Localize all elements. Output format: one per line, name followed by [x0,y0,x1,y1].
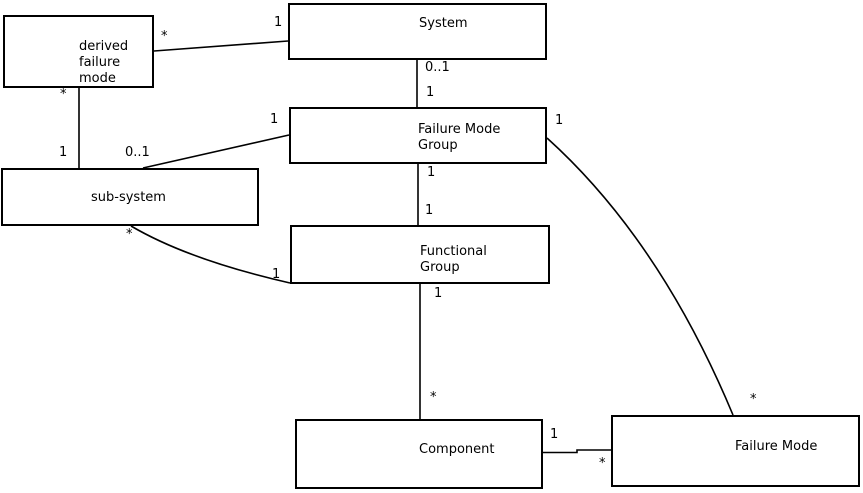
class-label: sub-system [91,190,166,206]
class-label-line: mode [79,71,116,86]
multiplicity-label: 1 [272,267,281,282]
class-label: Failure Mode [735,439,817,455]
multiplicity-label: 1 [425,203,434,218]
class-box-derived-failure-mode: derived failure mode [3,15,154,88]
multiplicity-label: 1 [555,113,564,128]
multiplicity-label: * [750,392,757,407]
multiplicity-label: 1 [59,145,68,160]
multiplicity-label: * [161,29,168,44]
class-box-sub-system: sub-system [1,168,259,226]
multiplicity-label: 1 [426,85,435,100]
class-label-line: sub-system [91,190,166,205]
class-box-component: Component [295,419,543,489]
multiplicity-label: * [126,227,133,242]
class-label-line: Component [419,442,495,457]
class-label: System [419,16,467,32]
class-box-failure-mode: Failure Mode [611,415,860,487]
class-label-line: Failure Mode [735,439,818,454]
class-label-line: Group [420,260,460,275]
multiplicity-label: 1 [550,427,559,442]
association-line-failure-mode-group-failure-mode [546,137,734,416]
multiplicity-label: 1 [434,286,443,301]
association-line-component-failure-mode [543,449,611,454]
multiplicity-label: 0..1 [125,145,150,160]
class-label-line: System [419,16,468,31]
multiplicity-label: * [599,456,606,471]
class-box-system: System [288,3,547,60]
multiplicity-label: 1 [270,112,279,127]
class-label-line: derived [79,39,129,54]
class-label: derived failure mode [79,39,128,87]
multiplicity-label: 1 [274,15,283,30]
class-label-line: failure [79,55,121,70]
multiplicity-label: 1 [427,165,436,180]
class-label: Component [419,442,494,458]
association-line-failure-mode-group-sub-system [142,134,290,169]
class-label: Functional Group [420,244,487,276]
class-box-failure-mode-group: Failure Mode Group [289,107,547,164]
class-label-line: Failure Mode [418,122,501,137]
multiplicity-label: 0..1 [425,60,450,75]
class-label: Failure Mode Group [418,122,500,154]
class-label-line: Functional [420,244,487,259]
class-box-functional-group: Functional Group [290,225,550,284]
class-label-line: Group [418,138,458,153]
association-line-derived-failure-mode-system [153,40,289,52]
multiplicity-label: * [430,390,437,405]
association-line-sub-system-functional-group [130,225,291,284]
multiplicity-label: * [60,87,67,102]
